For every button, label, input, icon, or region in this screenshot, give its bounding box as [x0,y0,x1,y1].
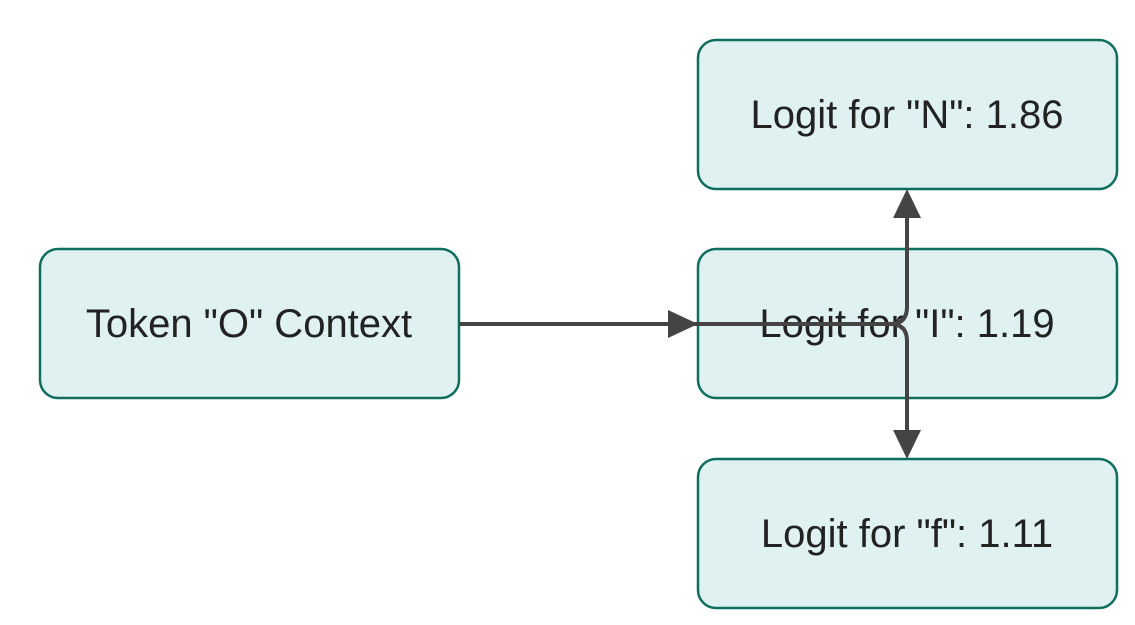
node-box [696,38,1119,191]
node-label-source: Token "O" Context [86,302,412,346]
node-logit-f[interactable]: Logit for "f": 1.11 [696,457,1119,610]
arrowhead-bottom [893,430,921,459]
node-token-o-context[interactable]: Token "O" Context [38,247,461,400]
arrowhead-top [893,189,921,218]
node-label-top: Logit for "N": 1.86 [750,93,1063,137]
node-logit-n[interactable]: Logit for "N": 1.86 [696,38,1119,191]
edge-to-bottom [459,322,909,432]
node-label-bottom: Logit for "f": 1.11 [761,512,1053,556]
node-box [696,457,1119,610]
